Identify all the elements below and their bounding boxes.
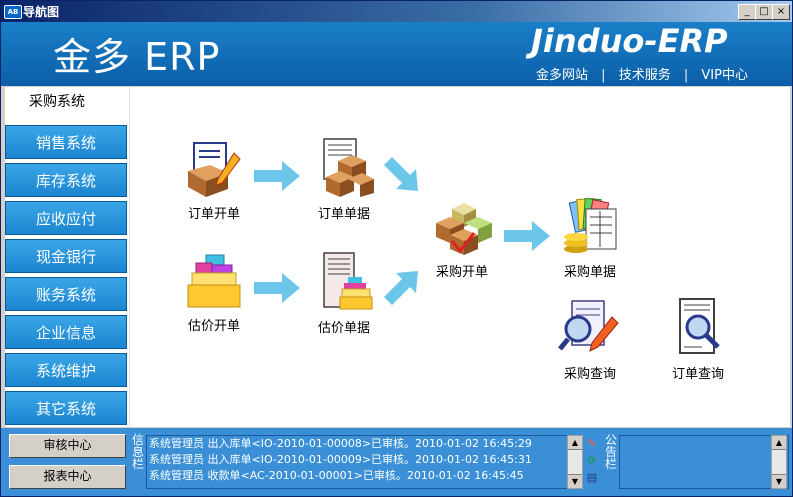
purchase-documents-icon [564,197,617,253]
link-separator: | [601,68,606,83]
quote-open-node[interactable]: 估价开单 [178,253,250,334]
log-entry: 系统管理员 收款单<AC-2010-01-00001>已审核。2010-01-0… [149,469,524,482]
order-doc-node[interactable]: 订单单据 [308,137,380,222]
arrow-right-icon [254,161,300,191]
minimize-button[interactable]: _ [738,4,756,20]
sidebar-item-receivable[interactable]: 应收应付 [5,201,127,235]
arrow-right-icon [254,273,300,303]
quote-doc-label: 估价单据 [317,321,370,336]
arrow-down-right-icon [384,157,418,191]
edit-icon[interactable]: ✎ [587,437,597,450]
header-banner: 金多 ERP Jinduo-ERP 金多网站 | 技术服务 | VIP中心 [1,22,792,86]
order-search-icon [679,298,720,354]
brand-cn: 金多 ERP [53,35,221,79]
purchase-crates-icon [436,203,492,255]
app-icon: AB [4,5,22,19]
flow-diagram: 订单开单 订单单据 [129,87,790,427]
sidebar-item-other[interactable]: 其它系统 [5,391,127,425]
maximize-button[interactable]: □ [755,4,773,20]
sidebar-item-purchase[interactable]: 采购系统 [5,87,129,121]
title-bar[interactable]: AB 导航图 _ □ × [1,1,792,22]
report-center-button[interactable]: 报表中心 [9,465,126,489]
order-query-label: 订单查询 [671,367,724,382]
order-form-icon [188,142,241,197]
quote-open-label: 估价开单 [187,319,240,334]
quote-doc-node[interactable]: 估价单据 [308,251,380,336]
audit-center-button[interactable]: 审核中心 [9,434,126,458]
purchase-query-label: 采购查询 [563,367,616,382]
link-website[interactable]: 金多网站 [536,68,589,83]
link-separator: | [683,68,689,83]
purchase-search-icon [558,300,619,352]
info-log: 系统管理员 出入库单<IO-2010-01-00008>已审核。2010-01-… [146,435,583,489]
link-vip[interactable]: VIP中心 [701,68,748,83]
purchase-open-node[interactable]: 采购开单 [426,199,498,280]
close-button[interactable]: × [772,4,790,20]
quote-boxes-icon [187,254,241,308]
purchase-query-node[interactable]: 采购查询 [554,299,626,382]
sidebar-item-inventory[interactable]: 库存系统 [5,163,127,197]
log-entry: 系统管理员 出入库单<IO-2010-01-00009>已审核。2010-01-… [149,453,532,466]
order-open-node[interactable]: 订单开单 [178,141,250,222]
arrow-up-right-icon [384,271,418,305]
sidebar-item-maintenance[interactable]: 系统维护 [5,353,127,387]
notice-board [619,435,789,489]
window-title: 导航图 [23,5,60,19]
info-scrollbar[interactable]: ▲ ▼ [567,435,583,489]
purchase-open-label: 采购开单 [435,265,488,280]
arrow-right-icon [504,221,550,251]
link-tech-support[interactable]: 技术服务 [618,68,671,83]
sidebar-item-sales[interactable]: 销售系统 [5,125,127,159]
scroll-down-icon[interactable]: ▼ [568,474,582,488]
order-query-node[interactable]: 订单查询 [662,297,734,382]
order-open-label: 订单开单 [187,207,240,222]
quote-documents-icon [323,252,373,310]
scroll-down-icon[interactable]: ▼ [772,474,786,488]
purchase-doc-label: 采购单据 [563,265,616,280]
sidebar: 采购系统 销售系统 库存系统 应收应付 现金银行 账务系统 企业信息 系统维护 … [5,87,129,427]
brand-en: Jinduo-ERP [531,22,728,60]
sidebar-item-accounting[interactable]: 账务系统 [5,277,127,311]
sidebar-item-company[interactable]: 企业信息 [5,315,127,349]
scroll-up-icon[interactable]: ▲ [772,436,786,450]
purchase-doc-node[interactable]: 采购单据 [554,195,626,280]
header-links: 金多网站 | 技术服务 | VIP中心 [536,64,757,83]
list-icon[interactable]: ▤ [586,471,598,484]
order-documents-icon [323,138,374,197]
notice-bar-label: 公告栏 [605,433,618,471]
sidebar-item-cash-bank[interactable]: 现金银行 [5,239,127,273]
order-doc-label: 订单单据 [317,207,370,222]
scroll-up-icon[interactable]: ▲ [568,436,582,450]
log-entry: 系统管理员 出入库单<IO-2010-01-00008>已审核。2010-01-… [149,437,532,450]
refresh-icon[interactable]: ⟳ [587,454,597,467]
info-bar-label: 信息栏 [132,433,145,471]
notice-scrollbar[interactable]: ▲ ▼ [771,435,787,489]
